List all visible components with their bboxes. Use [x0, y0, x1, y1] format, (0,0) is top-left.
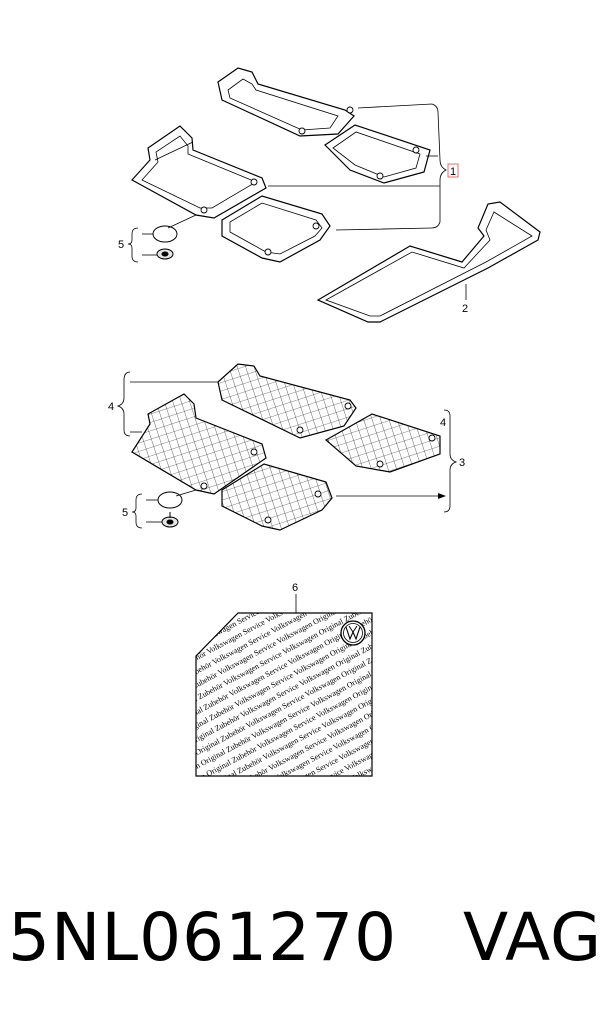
mat-trunk: [316, 201, 541, 323]
parts-diagram: Volkswagen Original Zubehör Volkswagen S…: [108, 67, 600, 777]
part-number: 5NL061270: [8, 899, 398, 976]
leaders-2: [116, 371, 458, 513]
callout-5-bottom: 5: [122, 507, 128, 519]
card-text-line: Volkswagen Original Zubehör Volkswagen S…: [146, 469, 600, 755]
part-number-footer: 5NL061270 VAG: [8, 893, 600, 983]
callout-6: 6: [292, 582, 298, 594]
vw-logo-icon: [340, 620, 366, 646]
card-text-line: Volkswagen Original Zubehör Volkswagen S…: [152, 479, 600, 765]
rubber-mat-rear-left: [221, 463, 333, 531]
brand: VAG: [463, 899, 600, 976]
rubber-mat-front-right: [324, 413, 441, 473]
rubber-mat-front-left: [131, 393, 267, 495]
mat-front-right: [324, 124, 431, 184]
leaders-1: [268, 103, 447, 231]
mat-rear-left: [221, 195, 331, 263]
callout-1-box: [447, 163, 459, 178]
callout-1: 1: [450, 166, 456, 178]
callout-2: 2: [462, 303, 468, 315]
label-card: Volkswagen Original Zubehör Volkswagen S…: [146, 469, 600, 777]
callout-4-right: 4: [440, 417, 446, 429]
mat-set-rubber: [131, 363, 441, 531]
rubber-mat-rear-right: [217, 363, 357, 439]
callout-4-left: 4: [108, 401, 114, 413]
mat-front-left: [131, 125, 267, 219]
clips-2: [131, 489, 197, 529]
mat-set-textile: [131, 67, 431, 263]
clips-1: [127, 214, 197, 263]
callout-5-top: 5: [118, 239, 124, 251]
callout-3: 3: [459, 457, 465, 469]
